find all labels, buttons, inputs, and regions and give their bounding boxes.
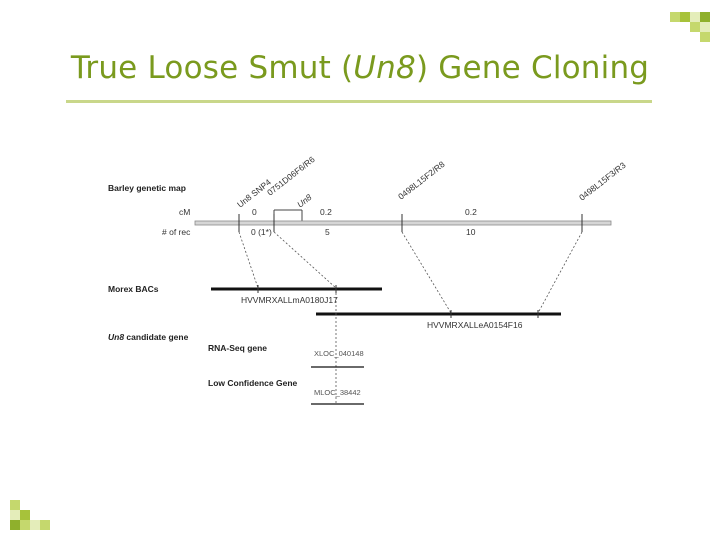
title-underline xyxy=(66,100,652,103)
label-cm: cM xyxy=(179,207,190,217)
rec-value-1: 0 (1*) xyxy=(251,227,272,237)
connector-3 xyxy=(401,231,452,314)
slide-title: True Loose Smut (Un8) Gene Cloning xyxy=(70,50,650,86)
connector-2 xyxy=(273,231,337,289)
label-rec: # of rec xyxy=(162,227,191,237)
cm-value-1: 0 xyxy=(252,207,257,217)
bac1-label: HVVMRXALLmA0180J17 xyxy=(241,295,338,305)
label-candidate-gene: Un8 candidate gene xyxy=(108,332,189,342)
genetic-map-bar xyxy=(194,220,612,226)
rec-value-3: 10 xyxy=(466,227,476,237)
label-low-confidence-gene: Low Confidence Gene xyxy=(208,378,298,388)
bac2-label: HVVMRXALLeA0154F16 xyxy=(427,320,523,330)
connector-4 xyxy=(537,231,583,314)
label-rnaseq-gene: RNA-Seq gene xyxy=(208,343,267,353)
cm-value-3: 0.2 xyxy=(465,207,477,217)
marker-un8: Un8 xyxy=(295,192,314,210)
gene-xloc-label: XLOC_040148 xyxy=(314,349,364,358)
cm-value-2: 0.2 xyxy=(320,207,332,217)
label-morex-bacs: Morex BACs xyxy=(108,284,159,294)
gene-mloc-label: MLOC_38442 xyxy=(314,388,361,397)
connector-1 xyxy=(238,231,259,289)
marker-0751d06: 0751D06F6/R6 xyxy=(265,154,317,198)
label-genetic-map: Barley genetic map xyxy=(108,183,186,193)
rec-value-2: 5 xyxy=(325,227,330,237)
title-gene: Un8 xyxy=(353,50,416,86)
marker-0498l15f3: 0498L15F3/R3 xyxy=(577,160,628,203)
marker-0498l15f2: 0498L15F2/R8 xyxy=(396,159,447,202)
